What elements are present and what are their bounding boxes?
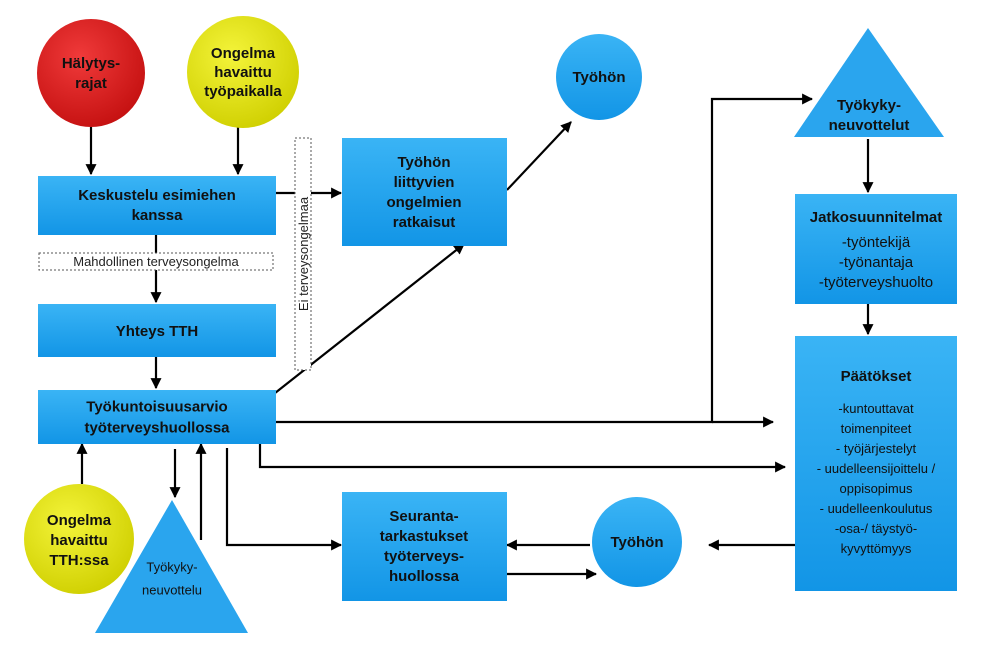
tyohon-top-node: Työhön bbox=[556, 34, 642, 120]
text-line: havaittu bbox=[214, 64, 272, 81]
text-line: Työhön bbox=[397, 154, 450, 171]
text-line: -työntekijä bbox=[842, 234, 911, 251]
text-line: Työkyky- bbox=[837, 97, 901, 114]
tyohon-bottom-node: Työhön bbox=[592, 497, 682, 587]
tyohon-top-text: Työhön bbox=[572, 69, 625, 86]
arrow-arvio-to-tyokykyneuvottelut bbox=[276, 93, 814, 424]
text-line: - työjärjestelyt bbox=[836, 441, 917, 456]
ongelmien-ratkaisut-box: Työhön liittyvien ongelmien ratkaisut bbox=[342, 138, 507, 246]
halytysrajat-node: Hälytys-rajat bbox=[37, 19, 145, 127]
arrow-arvio-to-paatokset-lower bbox=[258, 444, 787, 473]
text-line: Työhön bbox=[572, 69, 625, 86]
seurantatarkastukset-text: Seuranta-tarkastukset työterveys-huolloss… bbox=[380, 508, 468, 585]
text-line: -kuntouttavat bbox=[838, 401, 914, 416]
tyohon-bottom-text: Työhön bbox=[610, 534, 663, 551]
text-line: työpaikalla bbox=[204, 83, 282, 100]
text-line: Seuranta- bbox=[389, 508, 458, 525]
mahdollinen-text: Mahdollinen terveysongelma bbox=[73, 254, 239, 269]
keskustelu-box: Keskustelu esimiehen kanssa bbox=[38, 176, 276, 235]
arrow-arvio-to-seuranta bbox=[225, 448, 343, 551]
text-line: Hälytys- bbox=[62, 55, 120, 72]
text-line: rajat bbox=[75, 75, 107, 92]
connectors bbox=[76, 93, 874, 580]
text-line: Työkuntoisuusarvio bbox=[86, 399, 227, 416]
text-line: -työterveyshuolto bbox=[819, 274, 933, 291]
ei-terveysongelmaa-text: Ei terveysongelmaa bbox=[296, 196, 311, 311]
ongelma-tyopaikalla-node: Ongelma havaittu työpaikalla bbox=[187, 16, 299, 128]
text-line: -osa-/ täystyö- bbox=[835, 521, 917, 536]
paatokset-items: -kuntouttavat toimenpiteet - työjärjestely… bbox=[817, 401, 936, 556]
yhteys-tth-box: Yhteys TTH bbox=[38, 304, 276, 357]
mahdollinen-label: Mahdollinen terveysongelma bbox=[38, 252, 274, 271]
keskustelu-text: Keskustelu esimiehen kanssa bbox=[78, 187, 236, 224]
jatkosuunnitelmat-title: Jatkosuunnitelmat bbox=[810, 209, 943, 226]
tyokuntoisuusarvio-box: Työkuntoisuusarvio työterveyshuollossa bbox=[38, 390, 276, 444]
text-line: huollossa bbox=[389, 568, 460, 585]
tyokykyneuvottelu-text: Työkyky-neuvottelu bbox=[142, 560, 202, 598]
text-line: toimenpiteet bbox=[841, 421, 912, 436]
text-line: Ongelma bbox=[211, 45, 276, 62]
text-line: Yhteys TTH bbox=[116, 323, 199, 340]
tyokykyneuvottelut-text: Työkyky-neuvottelut bbox=[829, 97, 910, 134]
text-line: liittyvien bbox=[394, 174, 455, 191]
text-line: - uudelleensijoittelu / bbox=[817, 461, 936, 476]
text-line: neuvottelu bbox=[142, 583, 202, 598]
ei-terveysongelmaa-label: Ei terveysongelmaa bbox=[294, 137, 312, 371]
text-line: tarkastukset bbox=[380, 528, 468, 545]
arrow-ratkaisut-to-tyohon bbox=[506, 121, 572, 191]
seurantatarkastukset-box: Seuranta-tarkastukset työterveys-huolloss… bbox=[342, 492, 507, 601]
text-line: oppisopimus bbox=[840, 481, 913, 496]
jatkosuunnitelmat-items: -työntekijä -työnantaja -työterveyshuolto bbox=[819, 234, 933, 291]
text-line: Ongelma bbox=[47, 512, 112, 529]
ongelmien-ratkaisut-text: Työhön liittyvien ongelmien ratkaisut bbox=[386, 154, 461, 231]
text-line: TTH:ssa bbox=[49, 552, 109, 569]
text-line: Työkyky- bbox=[146, 560, 197, 575]
paatokset-box: Päätökset -kuntouttavat toimenpiteet - työ… bbox=[795, 336, 957, 591]
tyokuntoisuusarvio-text: Työkuntoisuusarvio työterveyshuollossa bbox=[84, 399, 230, 437]
halytysrajat-text: Hälytys-rajat bbox=[62, 55, 120, 92]
yhteys-tth-text: Yhteys TTH bbox=[116, 323, 199, 340]
text-line: työterveyshuollossa bbox=[84, 420, 230, 437]
jatkosuunnitelmat-box: Jatkosuunnitelmat -työntekijä -työnantaja… bbox=[795, 194, 957, 304]
text-line: Keskustelu esimiehen bbox=[78, 187, 236, 204]
text-line: työterveys- bbox=[384, 548, 464, 565]
text-line: havaittu bbox=[50, 532, 108, 549]
tyokykyneuvottelu-node: Työkyky-neuvottelu bbox=[95, 500, 248, 633]
text-line: -työnantaja bbox=[839, 254, 914, 271]
text-line: ratkaisut bbox=[393, 214, 456, 231]
text-line: kyvyttömyys bbox=[841, 541, 912, 556]
text-line: neuvottelut bbox=[829, 117, 910, 134]
text-line: kanssa bbox=[132, 207, 184, 224]
tyokykyneuvottelut-node: Työkyky-neuvottelut bbox=[794, 28, 944, 137]
arrow-arvio-to-ratkaisut bbox=[269, 243, 465, 398]
ongelma-tyopaikalla-text: Ongelma havaittu työpaikalla bbox=[204, 45, 282, 100]
text-line: Työhön bbox=[610, 534, 663, 551]
paatokset-title: Päätökset bbox=[841, 368, 912, 385]
text-line: ongelmien bbox=[386, 194, 461, 211]
text-line: - uudelleenkoulutus bbox=[820, 501, 933, 516]
